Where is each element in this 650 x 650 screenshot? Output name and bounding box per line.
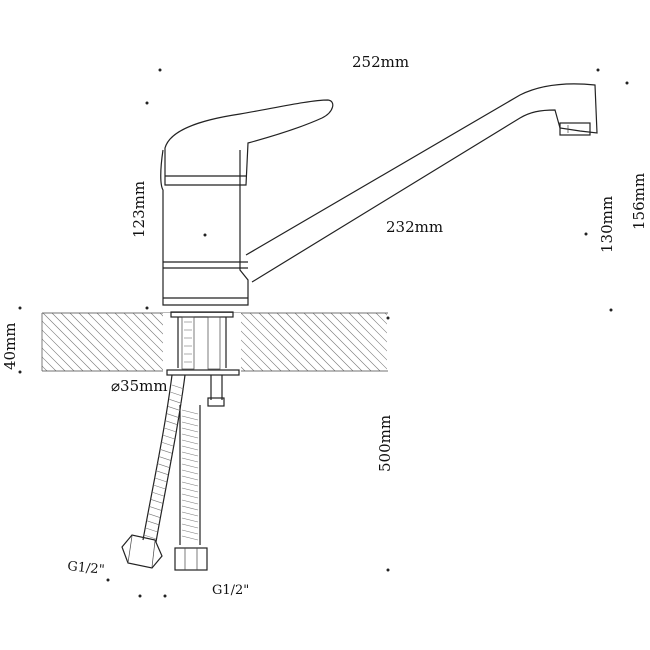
hatch-line: [42, 356, 57, 371]
braid-mark: [157, 463, 170, 468]
braid-mark: [146, 520, 159, 525]
braid-mark: [163, 427, 177, 433]
left-thread-label: G1/2": [67, 559, 106, 578]
braid-mark: [181, 523, 199, 529]
braid-mark: [170, 391, 183, 397]
braid-mark: [181, 469, 199, 475]
hatch-line: [366, 313, 387, 334]
right-hex-nut: [174, 547, 208, 571]
braid-mark: [181, 439, 199, 445]
hatch-line: [348, 313, 387, 352]
braid-mark: [181, 427, 199, 433]
hatch-line: [42, 320, 93, 371]
hatch-line: [412, 313, 470, 371]
spout: [245, 83, 598, 283]
hatch-line: [303, 313, 363, 371]
spout-length-label: 232mm: [386, 218, 443, 236]
hatch-line: [330, 313, 387, 370]
braid-mark: [181, 415, 199, 421]
spout-height-label: 130mm: [598, 196, 616, 253]
hatch-line: [321, 313, 381, 371]
countertop-section: [41, 312, 470, 373]
overall-height-label: 156mm: [630, 173, 648, 230]
hatch-line: [42, 347, 66, 371]
braid-mark: [169, 399, 182, 404]
hatch-line: [249, 313, 309, 371]
hatch-line: [42, 329, 84, 371]
braid-mark: [151, 491, 165, 497]
braid-mark: [181, 493, 199, 499]
braid-mark: [149, 506, 162, 511]
braid-mark: [166, 413, 179, 418]
braid-mark: [181, 409, 199, 415]
hatch-line: [60, 313, 120, 371]
lever-handle: [164, 99, 334, 186]
braid-mark: [162, 434, 175, 440]
braid-mark: [167, 406, 181, 411]
hatch-line: [276, 313, 336, 371]
hose-length-label: 500mm: [376, 415, 394, 472]
hatch-line: [231, 313, 291, 371]
hatch-line: [105, 313, 165, 371]
mounting-shank: [166, 311, 240, 407]
hatch-line: [294, 313, 354, 371]
braid-mark: [161, 441, 174, 447]
hatch-line: [240, 313, 300, 371]
body-height-label: 123mm: [130, 181, 148, 238]
hoses: [121, 374, 208, 571]
hatch-line: [339, 313, 387, 361]
braid-mark: [181, 457, 199, 463]
braid-mark: [181, 487, 199, 493]
braid-mark: [181, 517, 199, 523]
braid-mark: [155, 470, 169, 475]
braid-mark: [181, 505, 199, 511]
hatch-line: [96, 313, 156, 371]
braid-mark: [145, 527, 158, 533]
hatch-line: [267, 313, 327, 371]
braid-mark: [181, 481, 199, 487]
braid-mark: [165, 420, 178, 425]
mount-thickness-label: 40mm: [1, 322, 19, 370]
hatch-line: [285, 313, 345, 371]
braid-mark: [150, 499, 163, 504]
hole-diameter-label: ⌀35mm: [111, 377, 168, 395]
hatch-line: [51, 313, 111, 371]
braid-mark: [143, 534, 157, 540]
hatch-line: [375, 313, 387, 325]
braid-mark: [159, 449, 173, 454]
right-thread-label: G1/2": [212, 583, 249, 598]
braid-mark: [181, 475, 199, 481]
braid-mark: [181, 433, 199, 439]
braid-mark: [181, 529, 199, 535]
overall-length-label: 252mm: [352, 53, 409, 71]
hatch-line: [394, 313, 452, 371]
dimension-markers: [18, 68, 629, 598]
braid-mark: [181, 511, 199, 517]
hatch-line: [384, 313, 387, 316]
braid-mark: [171, 384, 185, 390]
hatch-line: [69, 313, 129, 371]
faucet-body: [160, 149, 249, 306]
braid-mark: [181, 451, 199, 457]
hatch-line: [42, 313, 102, 371]
hose-braiding: [143, 384, 199, 541]
hatch-line: [403, 313, 461, 371]
braid-mark: [181, 445, 199, 451]
hatch-line: [312, 313, 372, 371]
braid-mark: [181, 499, 199, 505]
braid-mark: [153, 484, 166, 490]
braid-mark: [147, 513, 161, 518]
braid-mark: [154, 477, 167, 483]
hatch-line: [78, 313, 138, 371]
braid-mark: [181, 535, 199, 541]
braid-mark: [158, 456, 171, 461]
hatch-line: [87, 313, 147, 371]
hatch-line: [258, 313, 318, 371]
braid-mark: [181, 463, 199, 469]
hatch-line: [357, 313, 387, 343]
braid-mark: [181, 421, 199, 427]
hatch-line: [42, 338, 75, 371]
